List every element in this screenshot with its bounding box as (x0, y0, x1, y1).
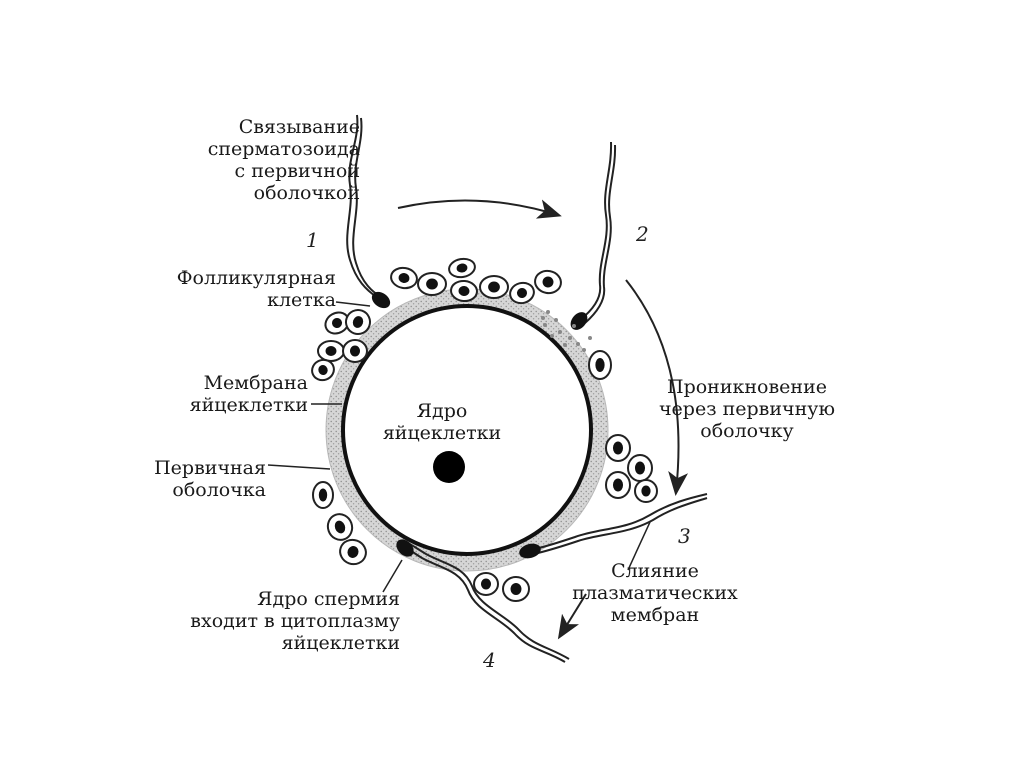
leader-follicular-cell (336, 302, 370, 306)
arrow-step-1-2 (398, 200, 558, 215)
label-egg-nucleus: Ядро яйцеклетки (372, 400, 512, 444)
follicular-cell (589, 351, 611, 379)
follicular-cell (418, 273, 446, 295)
follicular-cell (448, 257, 477, 279)
label-follicular-cell: Фолликулярная клетка (120, 267, 336, 311)
label-binding: Связывание сперматозоида с первичной обо… (150, 116, 360, 204)
egg-nucleus (433, 451, 465, 483)
step-number-2: 2 (636, 222, 649, 246)
follicular-cell (606, 472, 630, 498)
follicular-cell (606, 435, 630, 461)
follicular-cell (635, 480, 657, 502)
step-number-1: 1 (306, 228, 319, 252)
follicular-cell (389, 266, 418, 290)
step-number-3: 3 (678, 524, 691, 548)
follicular-cell (628, 455, 652, 481)
follicular-cell (318, 341, 344, 361)
follicular-cell (343, 340, 367, 362)
follicular-cell (474, 573, 498, 595)
follicular-cell (503, 577, 529, 601)
label-penetration: Проникновение через первичную оболочку (642, 376, 852, 442)
follicular-cell (480, 276, 508, 298)
follicular-cell (313, 482, 333, 508)
step-number-4: 4 (483, 648, 496, 672)
label-fusion: Слияние плазматических мембран (560, 560, 750, 626)
label-egg-membrane: Мембрана яйцеклетки (140, 372, 308, 416)
label-sperm-nucleus-enters: Ядро спермия входит в цитоплазму яйцекле… (170, 588, 400, 654)
follicular-cell (533, 269, 562, 295)
label-primary-envelope: Первичная оболочка (120, 457, 266, 501)
follicular-cell (324, 511, 355, 544)
follicular-cell (337, 536, 370, 567)
leader-primary-envelope (268, 465, 330, 469)
